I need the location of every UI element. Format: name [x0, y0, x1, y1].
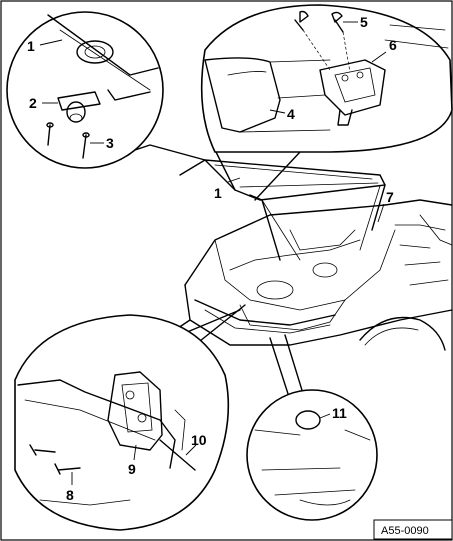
- bottom-right-link: [284, 334, 306, 401]
- detail-circle-top-left: [6, 11, 164, 169]
- detail-circle-bottom-right: [246, 389, 378, 521]
- detail-circle-top-right: [200, 4, 453, 153]
- hood-lid: [204, 159, 386, 201]
- callout-3: 3: [106, 135, 114, 151]
- callout-8: 8: [66, 487, 74, 503]
- figure-code: A55-0090: [381, 525, 429, 537]
- callouts: 1 2 3 4 5 6 1 7 8 9 10 11: [27, 14, 397, 503]
- figure-code-box: A55-0090: [373, 519, 453, 540]
- callout-11: 11: [332, 405, 347, 421]
- callout-6: 6: [389, 37, 397, 53]
- callout-2: 2: [29, 95, 37, 111]
- detail-circle-hinge: [200, 4, 453, 153]
- callout-9: 9: [128, 461, 136, 477]
- bottom-left-link: [179, 309, 241, 336]
- callout-5: 5: [360, 14, 368, 30]
- detail-circle-plug: [246, 389, 378, 521]
- detail-circle-bottom-left: [14, 314, 230, 531]
- callout-1-top: 1: [27, 38, 35, 54]
- callout-7: 7: [386, 189, 394, 205]
- detail-circle-striker: [6, 11, 164, 169]
- callout-4: 4: [287, 106, 295, 122]
- detail-circle-lock: [14, 314, 230, 531]
- callout-1-bottom: 1: [214, 185, 222, 201]
- callout-10: 10: [191, 432, 207, 448]
